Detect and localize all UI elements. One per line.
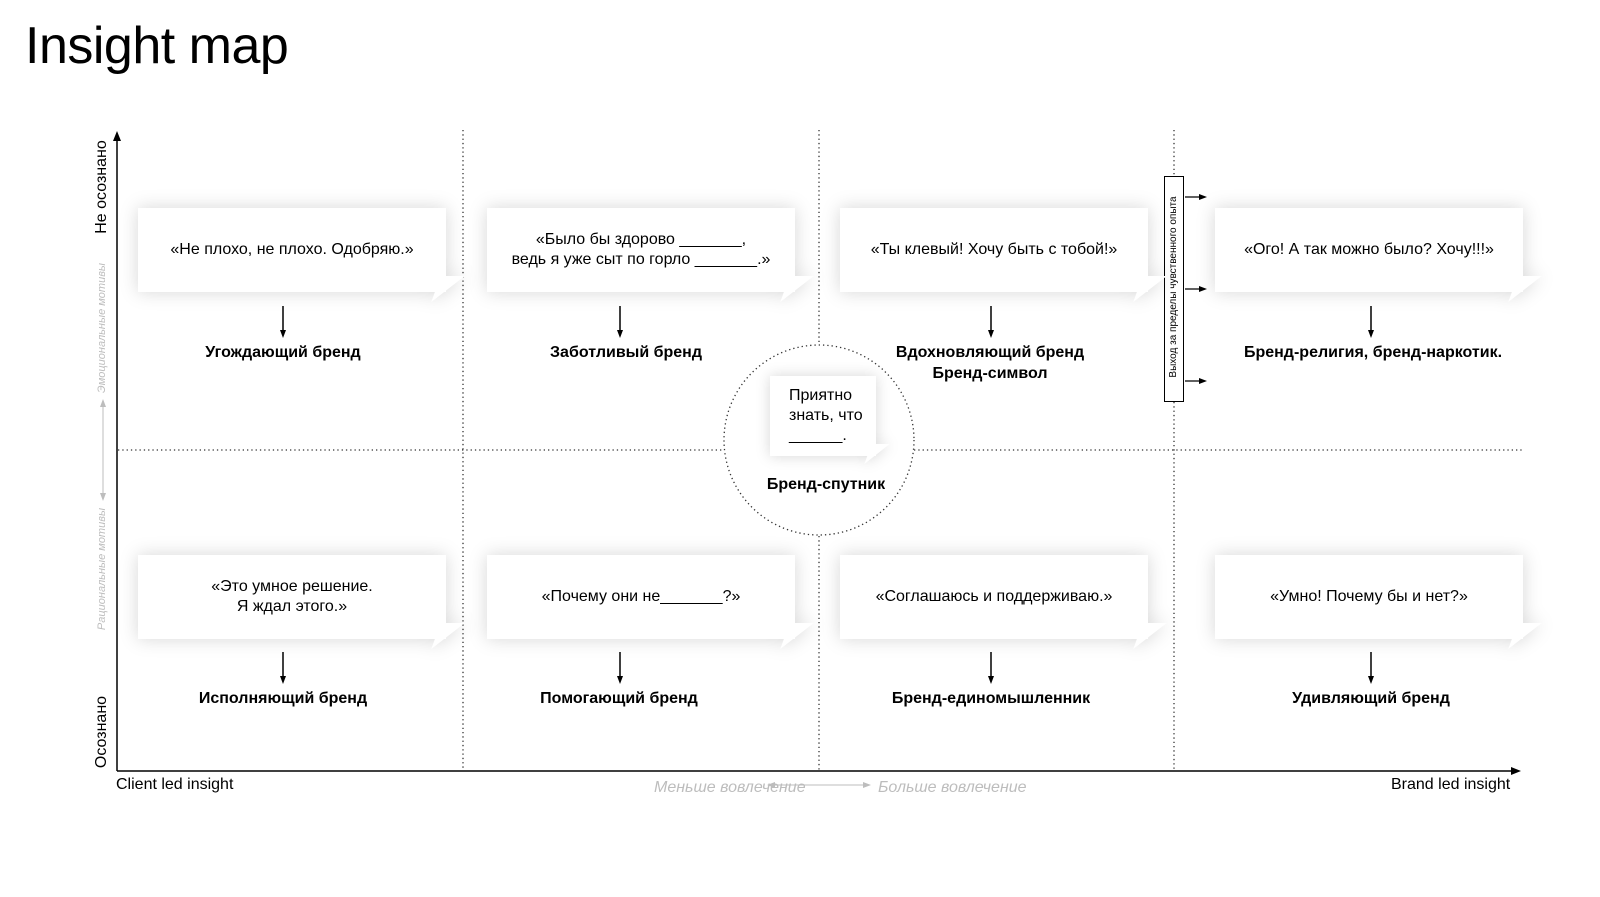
quote-bubble-top-2: «Было бы здорово _______, ведь я уже сыт…: [487, 208, 795, 292]
brand-label-bottom-3: Бренд-единомышленник: [891, 690, 1091, 707]
y-axis-emotional-label: Эмоциональные мотивы: [96, 262, 108, 394]
sensory-experience-label: Выход за пределы чувственного опыта: [1168, 196, 1179, 378]
grid-lines: [118, 130, 1524, 770]
center-quote-bubble: Приятно знать, что ______.: [770, 376, 876, 456]
quote-bubble-bottom-3: «Соглашаюсь и поддерживаю.»: [840, 555, 1148, 639]
quote-bubble-bottom-4: «Умно! Почему бы и нет?»: [1215, 555, 1523, 639]
x-axis-less-engagement-label: Меньше вовлечение: [654, 779, 806, 796]
x-axis-right-label: Brand led insight: [1391, 776, 1511, 793]
quote-text: «Ого! А так можно было? Хочу!!!»: [1244, 241, 1494, 258]
y-axis-top-label: Не осознано: [93, 140, 110, 234]
x-axis-left-label: Client led insight: [116, 776, 234, 793]
brand-label-bottom-1: Исполняющий бренд: [198, 690, 368, 707]
quote-text: «Не плохо, не плохо. Одобряю.»: [170, 241, 414, 258]
quote-text: «Соглашаюсь и поддерживаю.»: [875, 588, 1113, 605]
y-axis-bottom-label: Осознано: [93, 695, 110, 769]
quote-text: «Было бы здорово _______, ведь я уже сыт…: [511, 231, 771, 268]
quote-bubble-bottom-2: «Почему они не_______?»: [487, 555, 795, 639]
sensory-experience-box: Выход за пределы чувственного опыта: [1164, 176, 1184, 402]
y-axis-rational-label: Рациональные мотивы: [96, 507, 108, 631]
center-brand-label: Бренд-спутник: [766, 476, 886, 493]
side-box-arrows: [1185, 194, 1207, 384]
quote-text: «Ты клевый! Хочу быть с тобой!»: [870, 241, 1118, 258]
brand-label-bottom-4: Удивляющий бренд: [1292, 690, 1450, 707]
quote-bubble-bottom-1: «Это умное решение. Я ждал этого.»: [138, 555, 446, 639]
brand-label-top-3: Вдохновляющий бренд Бренд-символ: [895, 344, 1085, 382]
quote-to-brand-arrows: [280, 306, 1374, 684]
quote-bubble-top-4: «Ого! А так можно было? Хочу!!!»: [1215, 208, 1523, 292]
brand-label-top-4: Бренд-религия, бренд-наркотик.: [1243, 344, 1503, 361]
faint-arrows: [100, 399, 871, 788]
brand-label-top-2: Заботливый бренд: [550, 344, 702, 361]
quote-text: «Умно! Почему бы и нет?»: [1270, 588, 1468, 605]
quote-bubble-top-1: «Не плохо, не плохо. Одобряю.»: [138, 208, 446, 292]
center-circle: [723, 344, 915, 536]
brand-label-bottom-2: Помогающий бренд: [540, 690, 698, 707]
x-axis-more-engagement-label: Больше вовлечение: [878, 779, 1027, 796]
quote-bubble-top-3: «Ты клевый! Хочу быть с тобой!»: [840, 208, 1148, 292]
quote-text: «Почему они не_______?»: [541, 588, 741, 605]
page-title: Insight map: [25, 17, 289, 75]
brand-label-top-1: Угождающий бренд: [205, 344, 361, 361]
quote-text: «Это умное решение. Я ждал этого.»: [211, 578, 373, 615]
center-quote-text: Приятно знать, что ______.: [789, 387, 863, 444]
